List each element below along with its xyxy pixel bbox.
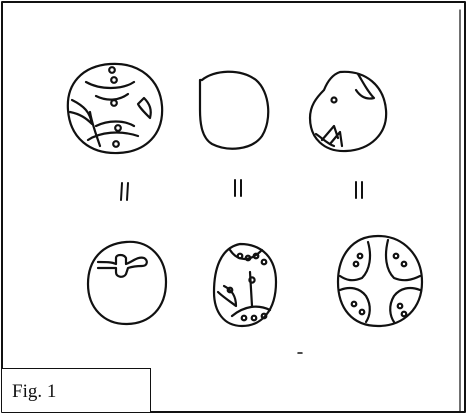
top-left-disc — [68, 64, 162, 153]
bottom-middle-disc — [214, 244, 276, 326]
figure-caption-box: Fig. 1 — [2, 368, 151, 412]
bottom-left-disc — [88, 242, 166, 324]
top-right-disc — [310, 72, 386, 151]
equals-markers — [121, 180, 362, 200]
bottom-right-disc — [338, 236, 422, 326]
top-middle-outline — [200, 72, 268, 149]
figure-caption: Fig. 1 — [12, 381, 56, 403]
